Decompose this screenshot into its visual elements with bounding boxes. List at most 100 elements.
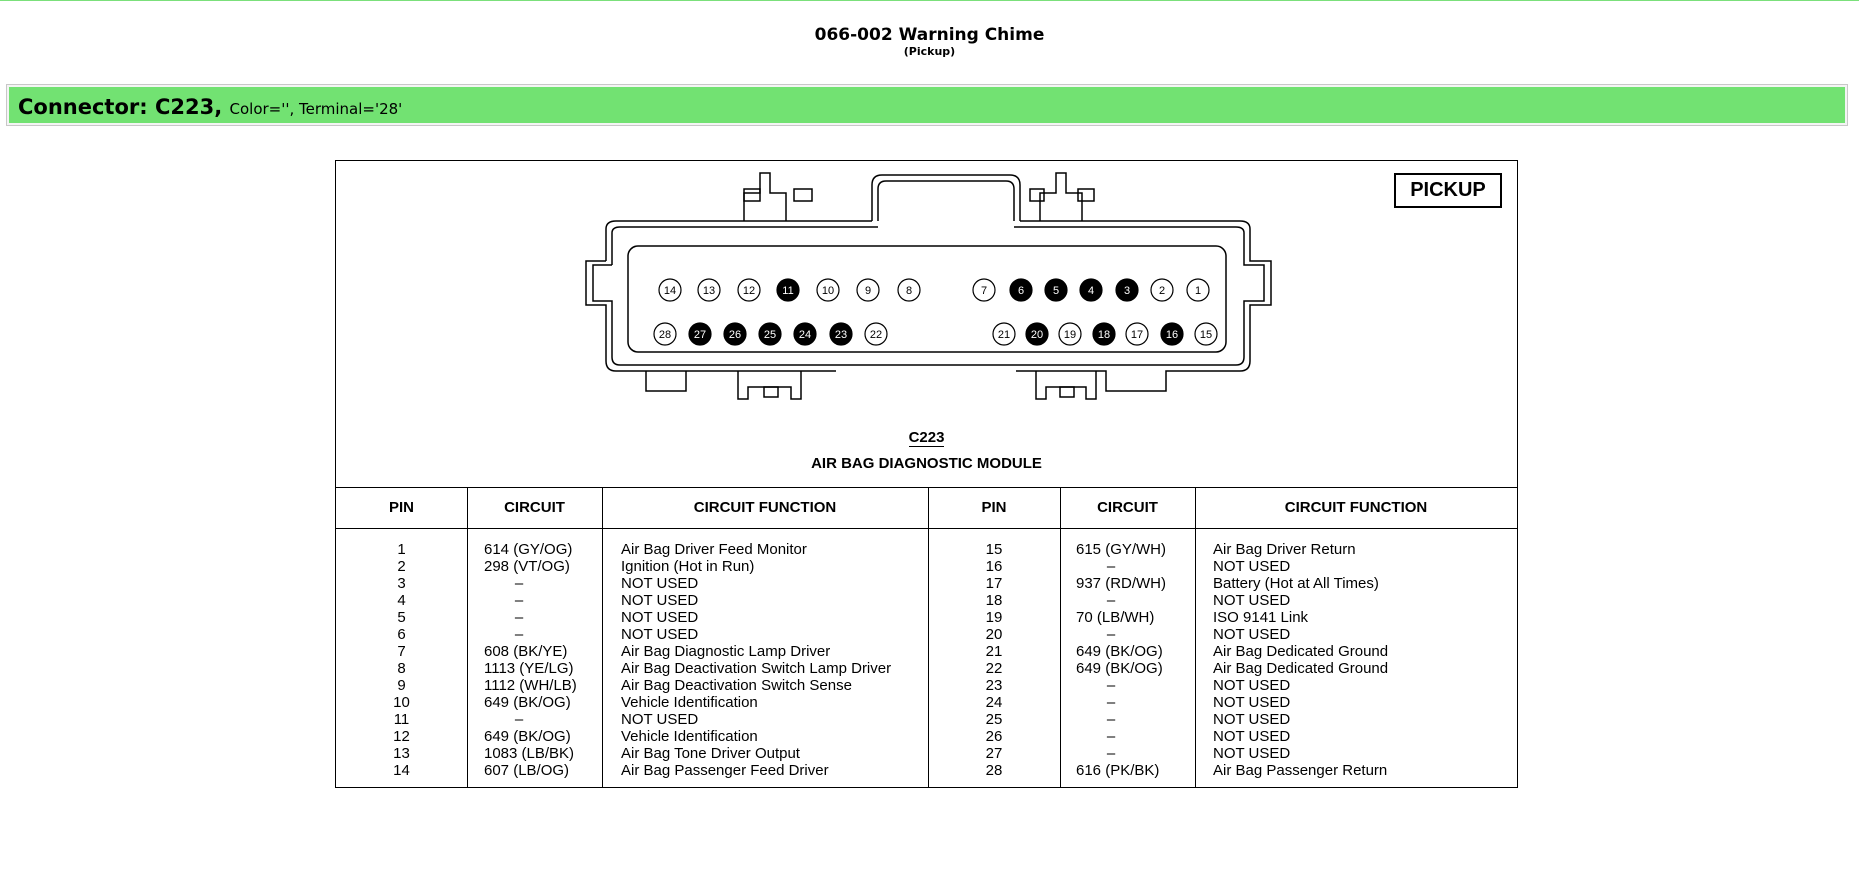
function-cell: Ignition (Hot in Run) bbox=[621, 558, 755, 575]
pickup-badge: PICKUP bbox=[1394, 173, 1502, 208]
connector-pin: 23 bbox=[829, 322, 853, 346]
top-right-notch bbox=[1029, 188, 1045, 202]
connector-pin-label: 2 bbox=[1159, 285, 1165, 297]
circuit-cell: 298 (VT/OG) bbox=[484, 558, 570, 575]
connector-pin-label: 22 bbox=[870, 329, 882, 341]
connector-pin-label: 5 bbox=[1053, 285, 1059, 297]
connector-pin-label: 24 bbox=[799, 329, 811, 341]
header-function-left: CIRCUIT FUNCTION bbox=[693, 499, 837, 516]
function-cell: NOT USED bbox=[621, 626, 699, 643]
pin-number-cell: 9 bbox=[397, 677, 406, 694]
circuit-cell: – bbox=[1106, 626, 1116, 643]
connector-pin-label: 18 bbox=[1098, 329, 1110, 341]
connector-bar: Connector: C223, Color='', Terminal='28' bbox=[6, 84, 1848, 126]
table-divider bbox=[1060, 488, 1061, 788]
top-left-notch bbox=[793, 188, 813, 202]
circuit-cell: 649 (BK/OG) bbox=[484, 694, 571, 711]
function-cell: NOT USED bbox=[1213, 558, 1291, 575]
bottom-left-latch bbox=[737, 371, 802, 400]
circuit-cell: 649 (BK/OG) bbox=[1076, 643, 1163, 660]
pin-number-cell: 16 bbox=[985, 558, 1003, 575]
right-circuit-column: 615 (GY/WH)–937 (RD/WH)–70 (LB/WH)–649 (… bbox=[1076, 541, 1194, 779]
function-cell: NOT USED bbox=[1213, 592, 1291, 609]
circuit-cell: – bbox=[514, 626, 524, 643]
connector-pin: 24 bbox=[793, 322, 817, 346]
connector-pin-label: 13 bbox=[703, 285, 715, 297]
page-subtitle: (Pickup) bbox=[903, 45, 956, 58]
circuit-cell: – bbox=[514, 609, 524, 626]
top-left-notch-2 bbox=[743, 188, 761, 202]
connector-pin: 6 bbox=[1009, 278, 1033, 302]
circuit-cell: 649 (BK/OG) bbox=[1076, 660, 1163, 677]
pin-number-cell: 7 bbox=[397, 643, 406, 660]
connector-pin-label: 11 bbox=[782, 285, 793, 297]
circuit-cell: 607 (LB/OG) bbox=[484, 762, 570, 779]
connector-pin: 15 bbox=[1194, 322, 1218, 346]
table-divider bbox=[1195, 488, 1196, 788]
connector-pin: 19 bbox=[1058, 322, 1082, 346]
connector-pin: 20 bbox=[1025, 322, 1049, 346]
pin-number-cell: 25 bbox=[985, 711, 1003, 728]
connector-pin-label: 1 bbox=[1195, 285, 1201, 297]
connector-pin: 12 bbox=[737, 278, 761, 302]
pin-number-cell: 4 bbox=[397, 592, 406, 609]
connector-pin-label: 19 bbox=[1064, 329, 1076, 341]
circuit-cell: – bbox=[514, 575, 524, 592]
function-cell: Air Bag Deactivation Switch Sense bbox=[621, 677, 852, 694]
circuit-cell: – bbox=[1106, 592, 1116, 609]
header-circuit-right: CIRCUIT bbox=[1097, 499, 1158, 516]
circuit-cell: 616 (PK/BK) bbox=[1076, 762, 1160, 779]
pin-number-cell: 20 bbox=[985, 626, 1003, 643]
connector-pin-label: 27 bbox=[694, 329, 706, 341]
pin-number-cell: 10 bbox=[393, 694, 410, 711]
connector-pin: 7 bbox=[972, 278, 996, 302]
table-header-row: PIN CIRCUIT CIRCUIT FUNCTION PIN CIRCUIT… bbox=[336, 488, 1517, 529]
connector-pin-label: 17 bbox=[1131, 329, 1143, 341]
circuit-cell: – bbox=[1106, 694, 1116, 711]
pin-number-cell: 6 bbox=[397, 626, 406, 643]
connector-pin: 5 bbox=[1044, 278, 1068, 302]
connector-pin: 13 bbox=[697, 278, 721, 302]
connector-pin-label: 4 bbox=[1088, 285, 1094, 297]
function-cell: NOT USED bbox=[1213, 728, 1291, 745]
pin-number-cell: 14 bbox=[393, 762, 410, 779]
function-cell: ISO 9141 Link bbox=[1213, 609, 1309, 626]
connector-pin-label: 20 bbox=[1031, 329, 1043, 341]
pin-number-cell: 13 bbox=[393, 745, 410, 762]
connector-pin: 1 bbox=[1186, 278, 1210, 302]
pin-number-cell: 27 bbox=[985, 745, 1003, 762]
function-cell: Air Bag Driver Return bbox=[1213, 541, 1356, 558]
circuit-cell: 1112 (WH/LB) bbox=[484, 677, 577, 694]
connector-pin: 28 bbox=[653, 322, 677, 346]
connector-pin: 4 bbox=[1079, 278, 1103, 302]
connector-pin-label: 15 bbox=[1200, 329, 1212, 341]
function-cell: Air Bag Passenger Feed Driver bbox=[621, 762, 829, 779]
circuit-cell: 1083 (LB/BK) bbox=[484, 745, 575, 762]
pin-number-cell: 1 bbox=[397, 541, 406, 558]
function-cell: NOT USED bbox=[1213, 711, 1291, 728]
connector-pin: 26 bbox=[723, 322, 747, 346]
connector-pin: 14 bbox=[658, 278, 682, 302]
header-pin-left: PIN bbox=[388, 499, 414, 516]
circuit-cell: 649 (BK/OG) bbox=[484, 728, 571, 745]
bottom-right-latch bbox=[1035, 371, 1097, 400]
connector-pin: 8 bbox=[897, 278, 921, 302]
function-cell: NOT USED bbox=[621, 575, 699, 592]
function-cell: Vehicle Identification bbox=[621, 728, 758, 745]
circuit-cell: – bbox=[1106, 745, 1116, 762]
function-cell: Air Bag Tone Driver Output bbox=[621, 745, 800, 762]
table-divider bbox=[602, 488, 603, 788]
connector-pin: 17 bbox=[1125, 322, 1149, 346]
top-border-line bbox=[0, 0, 1859, 1]
connector-pin-label: 23 bbox=[835, 329, 847, 341]
connector-pin: 9 bbox=[856, 278, 880, 302]
header-circuit-left: CIRCUIT bbox=[504, 499, 565, 516]
pin-number-cell: 15 bbox=[985, 541, 1003, 558]
connector-pin: 11 bbox=[776, 278, 800, 302]
